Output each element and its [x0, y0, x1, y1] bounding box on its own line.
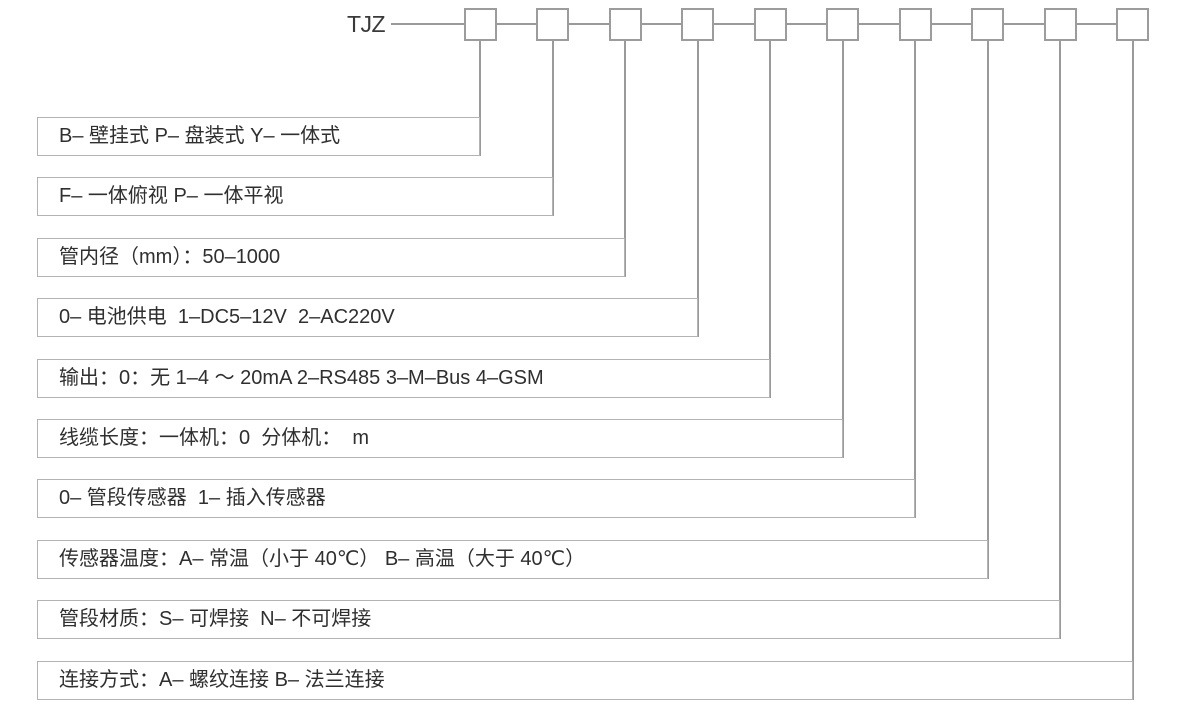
code-position-box [1116, 8, 1149, 41]
option-row: 0– 管段传感器 1– 插入传感器 [37, 479, 915, 518]
option-row-label: 线缆长度：一体机：0 分体机： m [59, 427, 370, 449]
vertical-connector-line [842, 40, 844, 458]
vertical-connector-line [1059, 40, 1061, 639]
code-position-box [826, 8, 859, 41]
vertical-connector-line [552, 40, 554, 216]
vertical-connector-line [1132, 40, 1134, 700]
option-row: 管内径（mm）：50–1000 [37, 238, 625, 277]
option-row-label: 管段材质：S– 可焊接 N– 不可焊接 [59, 608, 372, 630]
code-position-box [1044, 8, 1077, 41]
vertical-connector-line [987, 40, 989, 579]
code-position-box [754, 8, 787, 41]
vertical-connector-line [697, 40, 699, 337]
code-position-box [609, 8, 642, 41]
option-row: 0– 电池供电 1–DC5–12V 2–AC220V [37, 298, 698, 337]
vertical-connector-line [479, 40, 481, 156]
code-position-box [681, 8, 714, 41]
option-row-label: 传感器温度：A– 常温（小于 40℃） B– 高温（大于 40℃） [59, 548, 586, 570]
option-row: 输出：0：无 1–4 ～ 20mA 2–RS485 3–M–Bus 4–GSM [37, 359, 770, 398]
option-row: 传感器温度：A– 常温（小于 40℃） B– 高温（大于 40℃） [37, 540, 988, 579]
option-row: F– 一体俯视 P– 一体平视 [37, 177, 553, 216]
option-row: B– 壁挂式 P– 盘装式 Y– 一体式 [37, 117, 480, 156]
vertical-connector-line [914, 40, 916, 518]
option-row-label: 输出：0：无 1–4 ～ 20mA 2–RS485 3–M–Bus 4–GSM [59, 367, 544, 389]
option-row-label: 0– 管段传感器 1– 插入传感器 [59, 487, 326, 509]
option-row: 连接方式：A– 螺纹连接 B– 法兰连接 [37, 661, 1133, 700]
code-position-box [971, 8, 1004, 41]
code-position-box [536, 8, 569, 41]
option-row: 线缆长度：一体机：0 分体机： m [37, 419, 843, 458]
option-row-label: B– 壁挂式 P– 盘装式 Y– 一体式 [59, 125, 341, 147]
vertical-connector-line [769, 40, 771, 398]
option-row-label: 管内径（mm）：50–1000 [59, 246, 281, 268]
option-row-label: F– 一体俯视 P– 一体平视 [59, 185, 284, 207]
vertical-connector-line [624, 40, 626, 277]
code-position-box [899, 8, 932, 41]
option-row: 管段材质：S– 可焊接 N– 不可焊接 [37, 600, 1060, 639]
option-row-label: 连接方式：A– 螺纹连接 B– 法兰连接 [59, 669, 385, 691]
option-row-label: 0– 电池供电 1–DC5–12V 2–AC220V [59, 306, 395, 328]
model-prefix-label: TJZ [347, 11, 386, 37]
code-position-box [464, 8, 497, 41]
